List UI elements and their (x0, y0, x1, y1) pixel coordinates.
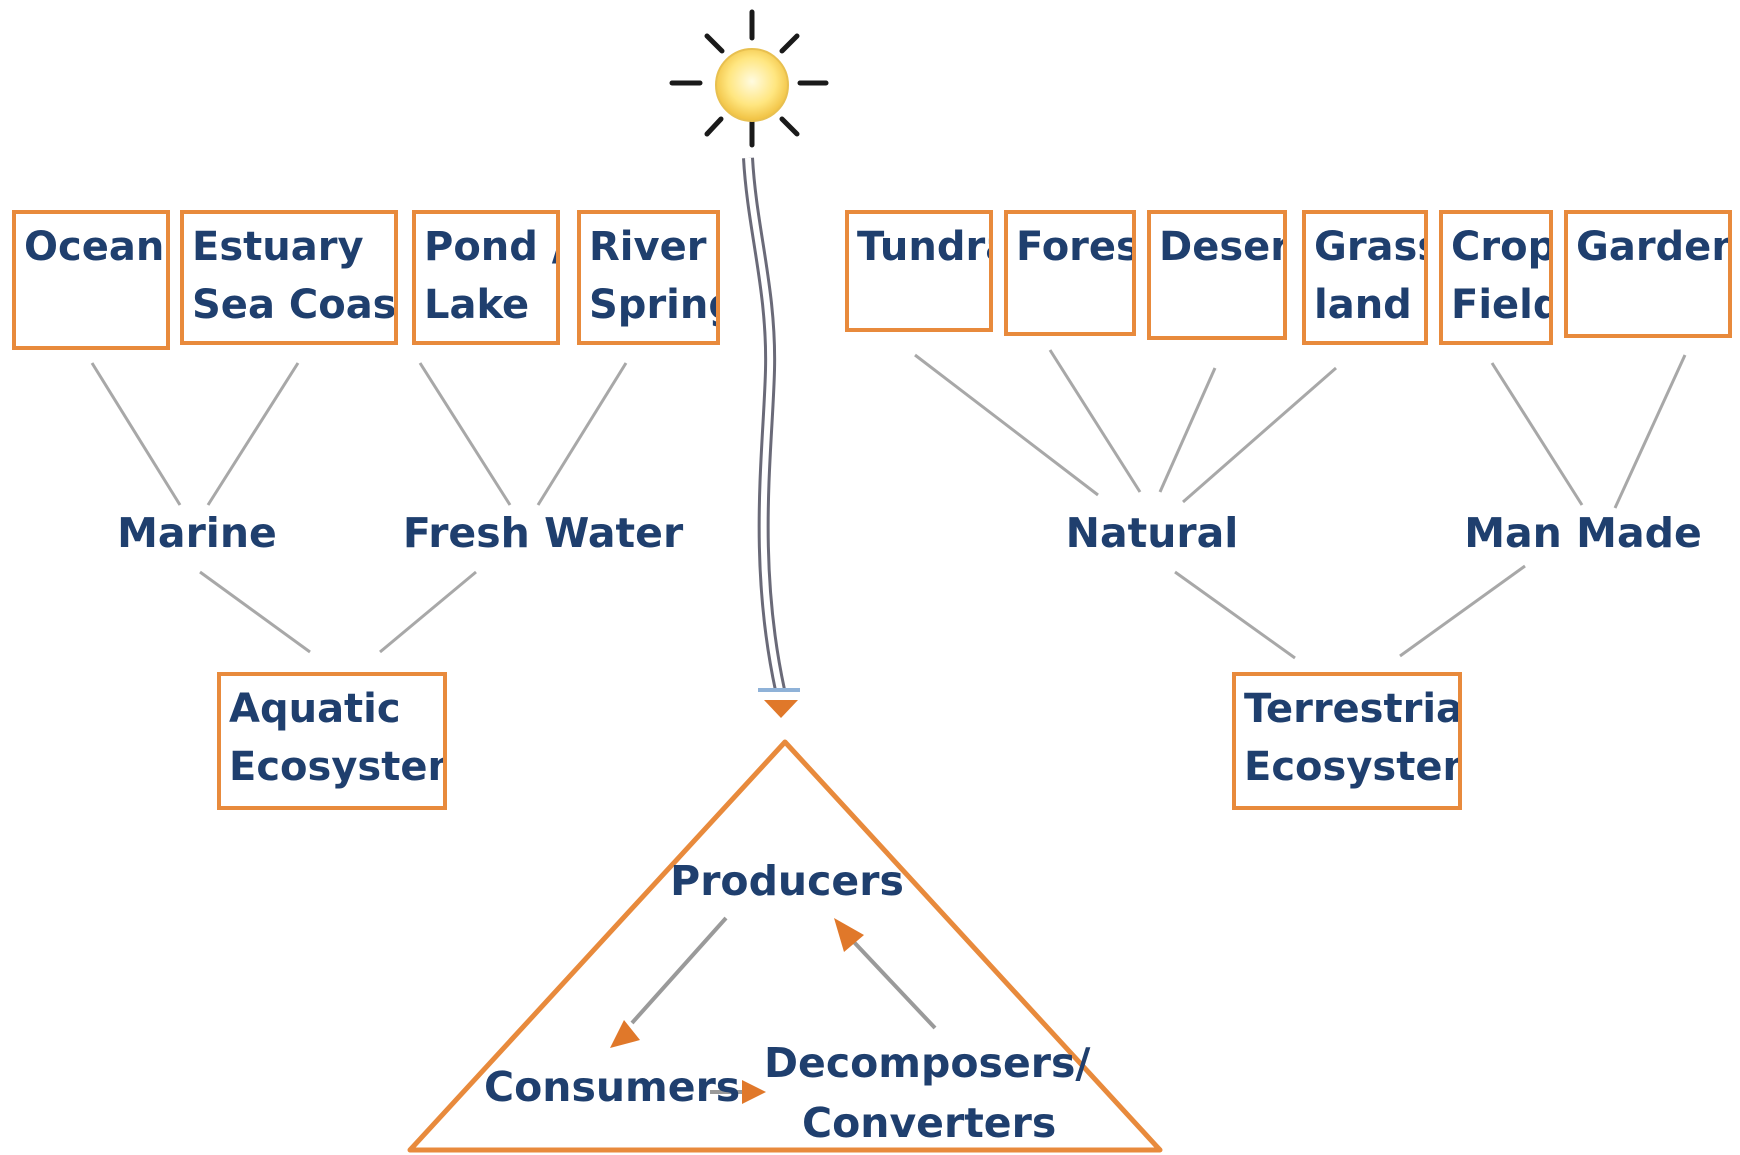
arrowhead-producers (834, 918, 864, 952)
habitat-box-pond: Pond / Lake (412, 210, 560, 345)
habitat-label: Desert (1159, 224, 1283, 270)
aquatic-ecosystem-box: Aquatic Ecosystem (217, 672, 447, 810)
root-label-line2: Ecosystem (229, 744, 447, 790)
cycle-label-producers: Producers (670, 857, 904, 905)
aquatic-connectors (90, 362, 628, 654)
arrowhead-decomposers (742, 1080, 766, 1104)
habitat-box-grassland: Grass land (1302, 210, 1428, 345)
connector-ocean-marine (90, 362, 182, 506)
sun-icon (669, 9, 829, 148)
habitat-label-line2: Sea Coast (192, 282, 398, 328)
arrowhead-consumers (610, 1020, 640, 1048)
cycle-label-consumers: Consumers (484, 1063, 741, 1111)
connector-river-freshwater (536, 362, 628, 506)
habitat-box-ocean: Ocean (12, 210, 170, 350)
habitat-box-garden: Garden (1564, 210, 1732, 338)
connector-freshwater-aquatic (379, 570, 477, 654)
habitat-label: Garden (1576, 224, 1732, 270)
energy-flow-ray (742, 157, 800, 692)
habitat-box-forest: Forest (1004, 210, 1136, 336)
terrestrial-connectors (914, 349, 1687, 660)
habitat-label-line2: Spring (589, 282, 716, 328)
connector-natural-terrestrial (1174, 570, 1296, 660)
arrow-decomposers-to-producers (850, 938, 937, 1030)
habitat-label: Crop (1451, 224, 1553, 270)
habitat-label: Ocean (24, 224, 165, 270)
habitat-box-cropfield: Crop Field (1439, 210, 1553, 345)
connector-pond-freshwater (418, 362, 512, 506)
group-label-marine: Marine (117, 509, 277, 557)
habitat-label: Pond / (424, 224, 560, 270)
arrow-producers-to-consumers (630, 916, 728, 1025)
connector-marine-aquatic (199, 570, 311, 654)
root-label-line1: Terrestrial (1244, 686, 1462, 732)
connector-tundra-natural (914, 353, 1099, 497)
root-label-line2: Ecosystem (1244, 744, 1462, 790)
cycle-label-decomposers: Decomposers/ (764, 1039, 1091, 1087)
habitat-label: Forest (1016, 224, 1132, 270)
connector-cropfield-manmade (1490, 362, 1584, 506)
habitat-label: River / (589, 224, 716, 270)
group-label-fresh-water: Fresh Water (402, 509, 684, 557)
habitat-box-estuary: Estuary Sea Coast (180, 210, 398, 345)
habitat-label-line2: Field (1451, 282, 1553, 328)
cycle-triangle (407, 739, 1163, 1153)
cycle-arrows (610, 916, 937, 1104)
habitat-box-tundra: Tundra (845, 210, 993, 332)
root-label-line1: Aquatic (229, 686, 401, 732)
connector-desert-natural (1158, 367, 1217, 493)
group-label-natural: Natural (1065, 509, 1239, 557)
habitat-label: Tundra (857, 224, 989, 270)
connector-garden-manmade (1613, 354, 1687, 509)
connector-grassland-natural (1182, 366, 1337, 504)
habitat-label: Grass (1314, 224, 1424, 270)
habitat-box-river: River / Spring (577, 210, 720, 345)
energy-flow-arrowhead (764, 700, 798, 718)
cycle-label-converters: Converters (802, 1099, 1057, 1147)
habitat-label-line2: land (1314, 282, 1412, 328)
connector-forest-natural (1048, 349, 1142, 493)
group-label-man-made: Man Made (1464, 509, 1702, 557)
habitat-box-desert: Desert (1147, 210, 1287, 340)
connector-estuary-marine (206, 362, 300, 506)
habitat-label: Estuary (192, 224, 364, 270)
habitat-label-line2: Lake (424, 282, 530, 328)
terrestrial-ecosystem-box: Terrestrial Ecosystem (1232, 672, 1462, 810)
connector-manmade-terrestrial (1399, 564, 1526, 658)
